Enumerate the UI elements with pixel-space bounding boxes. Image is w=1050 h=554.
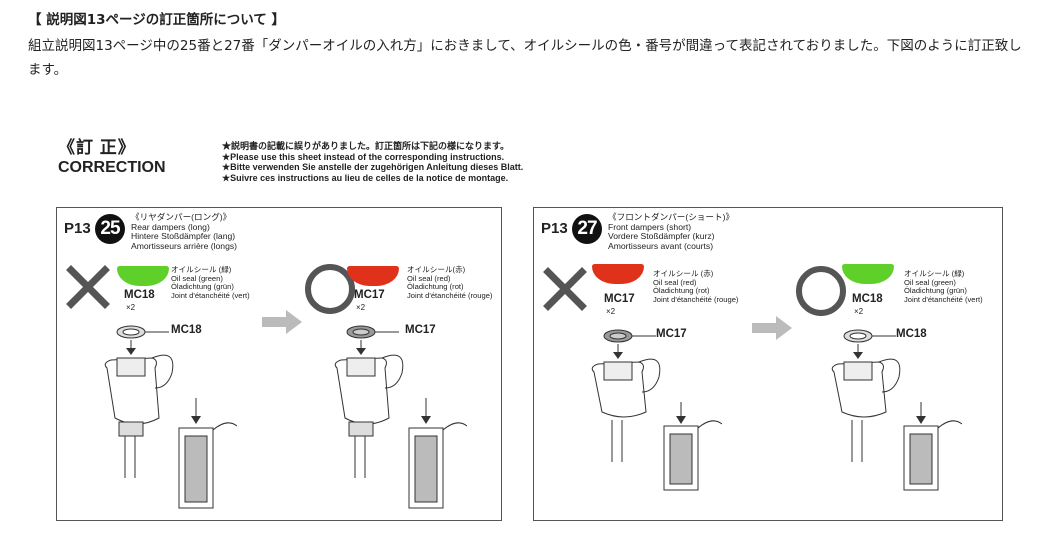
step-number-badge: 27: [572, 214, 602, 244]
oil-seal-description: オイルシール (緑) Oil seal (green) Öladichtung …: [171, 265, 250, 300]
seal-desc-line: Öladichtung (grün): [171, 282, 234, 292]
part-code: MC18: [852, 293, 883, 305]
instruction-line: ★説明書の記載に誤りがありました。訂正箇所は下記の様になります。: [222, 141, 510, 151]
part-quantity: ×2: [854, 307, 864, 316]
cross-icon: [543, 267, 587, 311]
notice-body: 組立説明図13ページ中の25番と27番「ダンパーオイルの入れ方」におきまして、オ…: [28, 38, 1022, 78]
notice: 【 説明図13ページの訂正箇所について 】 組立説明図13ページ中の25番と27…: [28, 8, 1028, 82]
seal-desc-line: Joint d'étanchéité (rouge): [407, 290, 493, 300]
circle-icon: [305, 264, 355, 314]
part-code: MC17: [354, 289, 385, 301]
part-code: MC18: [124, 289, 155, 301]
seal-callout-label: MC17: [656, 328, 687, 340]
arrow-right-icon: [262, 310, 302, 334]
page-ref: P13: [64, 220, 91, 237]
seal-desc-line: Joint d'étanchéité (rouge): [653, 294, 739, 304]
oil-seal-swatch: [592, 264, 644, 284]
desc-line: Hintere Stoßdämpfer (lang): [131, 231, 236, 242]
seal-desc-line: Joint d'étanchéité (vert): [904, 294, 983, 304]
part-code: MC17: [604, 293, 635, 305]
seal-callout-label: MC18: [171, 324, 202, 336]
part-quantity: ×2: [606, 307, 616, 316]
desc-line: 《リヤダンパー(ロング)》: [131, 212, 232, 222]
correction-panel-step-27: P13 27 《フロントダンパー(ショート)》 Front dampers (s…: [533, 207, 1003, 521]
seal-desc-line: Oil seal (red): [407, 273, 451, 283]
arrow-right-icon: [752, 316, 792, 340]
seal-desc-line: オイルシール (緑): [171, 265, 232, 274]
seal-desc-line: オイルシール(赤): [407, 265, 466, 274]
seal-desc-line: オイルシール (赤): [653, 269, 714, 278]
desc-line: 《フロントダンパー(ショート)》: [608, 212, 735, 222]
instruction-line: ★Suivre ces instructions au lieu de cell…: [222, 172, 509, 183]
seal-desc-line: Oil seal (green): [904, 277, 956, 287]
damper-assembly-illustration: [591, 329, 723, 491]
page-ref: P13: [541, 220, 568, 237]
cross-icon: [66, 265, 110, 309]
seal-desc-line: Oil seal (red): [653, 277, 697, 287]
seal-desc-line: Oil seal (green): [171, 273, 223, 283]
desc-line: Vordere Stoßdämpfer (kurz): [608, 231, 715, 242]
seal-desc-line: オイルシール (緑): [904, 269, 965, 278]
part-quantity: ×2: [356, 303, 366, 312]
oil-seal-description: オイルシール (緑) Oil seal (green) Öladichtung …: [904, 269, 983, 304]
instruction-line: ★Please use this sheet instead of the co…: [222, 151, 505, 162]
circle-icon: [796, 266, 846, 316]
part-quantity: ×2: [126, 303, 136, 312]
desc-line: Amortisseurs arrière (longs): [131, 240, 238, 251]
seal-desc-line: Öladichtung (grün): [904, 286, 967, 296]
oil-seal-description: オイルシール (赤) Oil seal (red) Öladichtung (r…: [653, 269, 739, 304]
oil-seal-swatch: [117, 266, 169, 286]
correction-title-jp: 《訂 正》: [58, 138, 136, 157]
seal-desc-line: Öladichtung (rot): [653, 286, 710, 296]
seal-desc-line: Joint d'étanchéité (vert): [171, 290, 250, 300]
oil-seal-description: オイルシール(赤) Oil seal (red) Öladichtung (ro…: [407, 265, 493, 300]
notice-heading: 【 説明図13ページの訂正箇所について 】: [28, 12, 286, 28]
oil-seal-swatch: [347, 266, 399, 286]
step-description: 《リヤダンパー(ロング)》 Rear dampers (long) Hinter…: [131, 212, 238, 251]
damper-assembly-illustration: [831, 329, 963, 491]
oil-seal-swatch: [842, 264, 894, 284]
correction-panel-step-25: P13 25 《リヤダンパー(ロング)》 Rear dampers (long)…: [56, 207, 502, 521]
correction-title: 《訂 正》 CORRECTION: [58, 138, 166, 178]
desc-line: Rear dampers (long): [131, 221, 210, 232]
step-number-badge: 25: [95, 214, 125, 244]
desc-line: Amortisseurs avant (courts): [608, 240, 714, 251]
correction-instructions: ★説明書の記載に誤りがありました。訂正箇所は下記の様になります。 ★Please…: [222, 141, 523, 183]
seal-callout-label: MC18: [896, 328, 927, 340]
damper-assembly-illustration: [104, 325, 237, 509]
seal-desc-line: Öladichtung (rot): [407, 282, 464, 292]
damper-assembly-illustration: [334, 325, 467, 509]
step-description: 《フロントダンパー(ショート)》 Front dampers (short) V…: [608, 212, 735, 251]
correction-title-en: CORRECTION: [58, 159, 166, 176]
seal-callout-label: MC17: [405, 324, 436, 336]
instruction-line: ★Bitte verwenden Sie anstelle der zugehö…: [222, 162, 524, 173]
desc-line: Front dampers (short): [608, 221, 692, 232]
